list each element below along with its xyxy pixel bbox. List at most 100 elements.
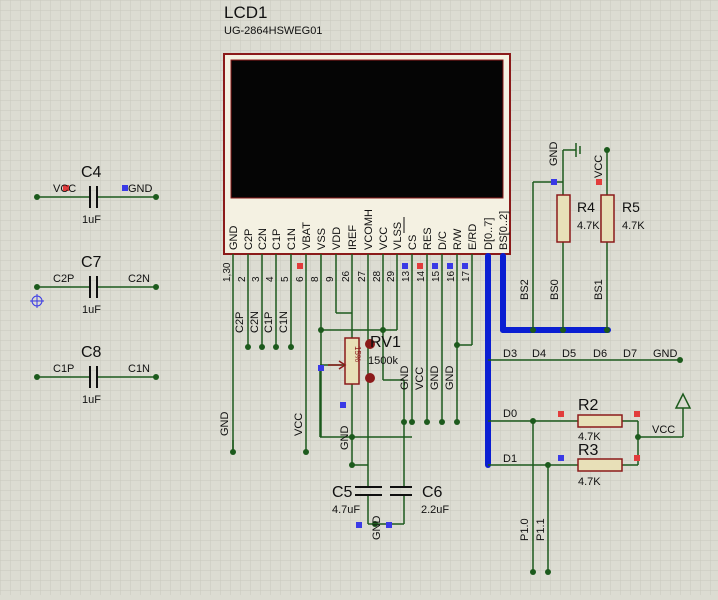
net-d6: D6 bbox=[593, 348, 607, 360]
lcd-pin-number: 3 bbox=[251, 276, 262, 282]
net-c1n: C1N bbox=[278, 311, 290, 333]
r4-component[interactable]: R4 4.7K bbox=[556, 194, 600, 243]
net-gnd-bottom: GND bbox=[371, 516, 383, 541]
lcd-pin-label: D/C bbox=[437, 231, 449, 250]
lcd-pin-label: D[0..7] bbox=[483, 218, 495, 250]
net-d1: D1 bbox=[503, 453, 517, 465]
net-vcc-left: VCC bbox=[293, 413, 305, 436]
rv1-component[interactable]: 15% RV1 1500k bbox=[328, 334, 401, 385]
net-vcc-right: VCC bbox=[652, 424, 675, 436]
c6-value: 2.2uF bbox=[421, 504, 449, 516]
rv1-decrease-button[interactable] bbox=[365, 373, 375, 383]
r3-body[interactable] bbox=[577, 458, 623, 472]
c5-ref: C5 bbox=[332, 484, 353, 501]
r2-component[interactable]: R2 4.7K bbox=[577, 397, 623, 443]
lcd-pin-number: 16 bbox=[446, 270, 457, 282]
c4-node-right bbox=[153, 194, 159, 200]
net-p11: P1.1 bbox=[535, 518, 547, 541]
net-c1p: C1P bbox=[263, 312, 275, 333]
r3-ref: R3 bbox=[578, 442, 599, 459]
lcd-pin-number: 15 bbox=[431, 270, 442, 282]
c4-net-right: GND bbox=[128, 183, 153, 195]
lcd-pin-label: R/W bbox=[452, 228, 464, 250]
net-d0: D0 bbox=[503, 408, 517, 420]
net-gnd-left: GND bbox=[219, 412, 231, 437]
net-bs2: BS2 bbox=[519, 279, 531, 300]
lcd-pin-label: VBAT bbox=[301, 222, 313, 250]
net-d5: D5 bbox=[562, 348, 576, 360]
c4-component[interactable]: C4 1uF VCC GND bbox=[34, 164, 159, 226]
rv1-body[interactable] bbox=[344, 337, 360, 385]
c4-net-left: VCC bbox=[53, 183, 76, 195]
lcd1-component[interactable]: LCD1 UG-2864HSWEG01 GND1,30C2P2C2N3C1P4C… bbox=[222, 3, 511, 282]
c8-value: 1uF bbox=[82, 394, 101, 406]
r3-component[interactable]: R3 4.7K bbox=[577, 442, 623, 488]
vcc-arrow-icon bbox=[674, 392, 692, 409]
r5-component[interactable]: R5 4.7K bbox=[600, 194, 645, 243]
lcd-pin-number: 17 bbox=[461, 270, 472, 282]
lcd-pin-label: E/RD bbox=[467, 224, 479, 250]
c5-value: 4.7uF bbox=[332, 504, 360, 516]
lcd-pin-number: 1,30 bbox=[222, 262, 233, 282]
net-bs0: BS0 bbox=[549, 279, 561, 300]
c7-node-left bbox=[34, 284, 40, 290]
lcd-pin-number: 8 bbox=[310, 276, 321, 282]
rv1-increase-button[interactable] bbox=[365, 339, 375, 349]
c8-ref: C8 bbox=[81, 344, 102, 361]
right-net-labels: GND VCC BS2 BS0 BS1 D3 D4 D5 D6 D7 GND D… bbox=[503, 142, 678, 542]
r5-body[interactable] bbox=[600, 194, 615, 243]
net-vcc-a: VCC bbox=[414, 367, 426, 390]
r5-value: 4.7K bbox=[622, 220, 645, 232]
c7-component[interactable]: C7 1uF C2P C2N bbox=[34, 254, 159, 316]
net-gnd-a: GND bbox=[399, 366, 411, 391]
c4-pin-marker-right bbox=[122, 185, 128, 191]
rv1-ref: RV1 bbox=[370, 334, 401, 351]
net-gnd-b: GND bbox=[429, 366, 441, 391]
net-d3: D3 bbox=[503, 348, 517, 360]
lcd-wiring-nodes bbox=[230, 327, 460, 527]
c7-node-right bbox=[153, 284, 159, 290]
c4-pin-marker-left bbox=[63, 185, 69, 191]
c8-node-left bbox=[34, 374, 40, 380]
c8-net-right: C1N bbox=[128, 363, 150, 375]
net-gnd-mid: GND bbox=[339, 426, 351, 451]
lcd-pin-label: C1P bbox=[271, 229, 283, 250]
r4-value: 4.7K bbox=[577, 220, 600, 232]
c4-value: 1uF bbox=[82, 214, 101, 226]
lcd-pin-markers bbox=[297, 263, 468, 528]
r2-ref: R2 bbox=[578, 397, 599, 414]
lcd-pin-label: RES bbox=[422, 227, 434, 250]
right-wiring-nodes bbox=[530, 147, 683, 575]
c4-ref: C4 bbox=[81, 164, 102, 181]
c7-net-right: C2N bbox=[128, 273, 150, 285]
c8-component[interactable]: C8 1uF C1P C1N bbox=[34, 344, 159, 406]
c8-net-left: C1P bbox=[53, 363, 74, 375]
c5-c6-component[interactable]: C5 4.7uF C6 2.2uF bbox=[332, 484, 449, 516]
c7-net-left: C2P bbox=[53, 273, 74, 285]
lcd1-screen bbox=[230, 59, 504, 199]
lcd-pin-number: 6 bbox=[295, 276, 306, 282]
lcd1-part: UG-2864HSWEG01 bbox=[224, 25, 322, 37]
lcd-pin-label: VSS bbox=[316, 228, 328, 250]
lcd1-ref: LCD1 bbox=[224, 3, 267, 22]
rv1-percent: 15% bbox=[353, 346, 362, 362]
r4-ref: R4 bbox=[577, 199, 595, 215]
gnd-top-icon bbox=[575, 143, 581, 157]
c4-node-left bbox=[34, 194, 40, 200]
lcd-pin-number: 2 bbox=[237, 276, 248, 282]
r2-body[interactable] bbox=[577, 414, 623, 428]
cursor-crosshair-icon bbox=[30, 294, 44, 308]
lcd-pin-number: 9 bbox=[325, 276, 336, 282]
lcd-pin-number: 28 bbox=[372, 270, 383, 282]
net-gnd-c: GND bbox=[444, 366, 456, 391]
right-pin-markers bbox=[551, 179, 640, 461]
net-gnd-top: GND bbox=[548, 142, 560, 167]
lcd-pin-label: C2N bbox=[257, 228, 269, 250]
lcd-pin-label: C1N bbox=[286, 228, 298, 250]
lcd-pin-number: 29 bbox=[386, 270, 397, 282]
net-d4: D4 bbox=[532, 348, 546, 360]
net-c2n: C2N bbox=[249, 311, 261, 333]
r4-body[interactable] bbox=[556, 194, 571, 243]
